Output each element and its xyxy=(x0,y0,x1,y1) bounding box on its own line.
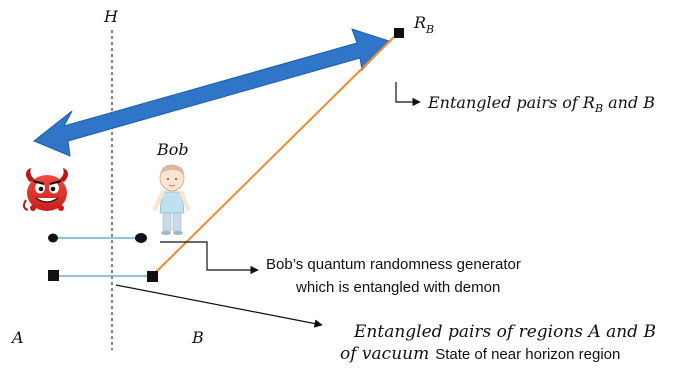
region-b-label: B xyxy=(191,328,204,347)
region-b-square xyxy=(147,271,158,282)
vacuum-pointer-arrow xyxy=(115,284,323,328)
generator-annotation-line2: which is entangled with demon xyxy=(295,279,500,296)
bob-person-icon xyxy=(153,164,190,235)
region-a-square xyxy=(48,270,59,281)
generator-annotation-line1: Bob’s quantum randomness generator xyxy=(266,256,521,273)
generator-qubit-dot xyxy=(135,233,147,243)
vacuum-annotation-line1: Entangled pairs of regions A and B xyxy=(353,322,656,342)
rb-label: RB xyxy=(413,13,434,36)
rb-pointer-arrow xyxy=(395,82,421,107)
region-a-label: A xyxy=(10,328,24,347)
bob-label: Bob xyxy=(156,140,189,159)
generator-pointer-arrow xyxy=(160,241,259,275)
demon-icon xyxy=(22,168,69,211)
double-arrow-icon xyxy=(33,28,390,157)
rb-b-entanglement-line xyxy=(151,32,399,277)
demon-qubit-dot xyxy=(48,233,58,243)
rb-pairs-annotation: Entangled pairs of RB and B xyxy=(427,93,655,115)
rb-square xyxy=(394,28,404,38)
horizon-label: H xyxy=(103,7,119,26)
